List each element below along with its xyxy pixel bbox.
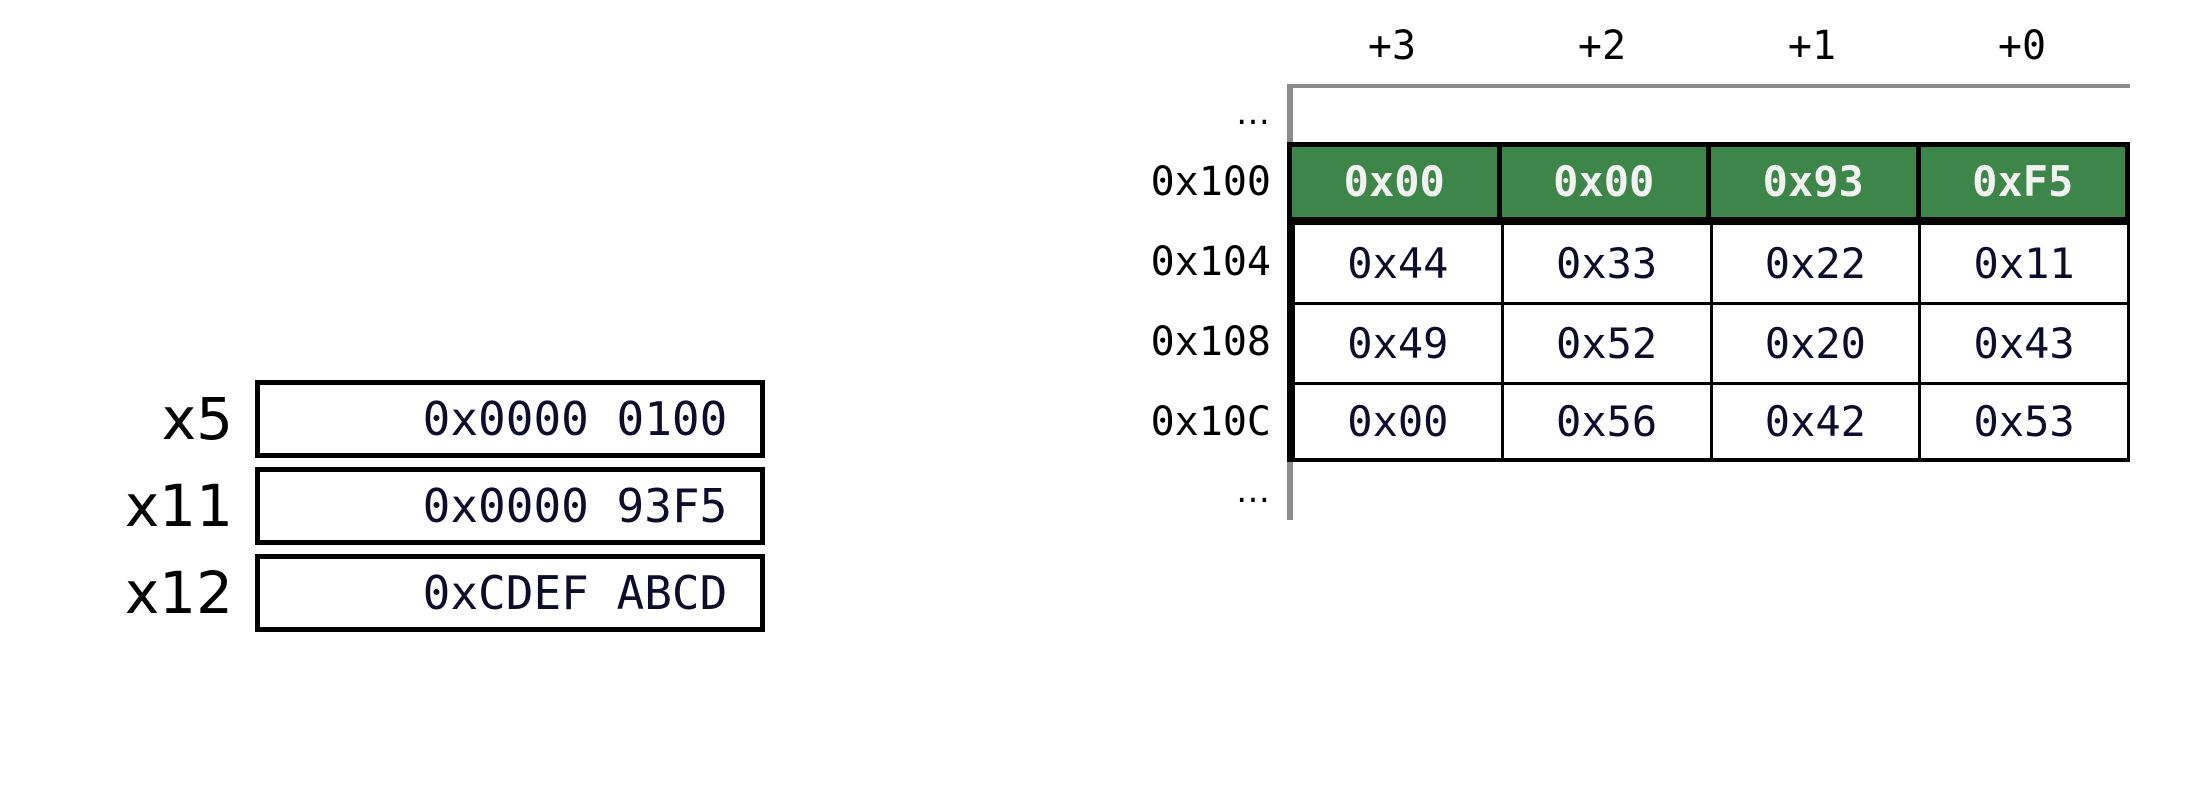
memory-row-cells-ellipsis-bottom: [1287, 462, 2130, 520]
register-value-x12: 0xCDEF ABCD: [422, 566, 728, 620]
register-row-x11: x11 0x0000 93F5: [0, 465, 790, 547]
memory-row-cells-0x100: 0x00 0x00 0x93 0xF5: [1287, 142, 2130, 222]
memory-row-label-ellipsis-top: …: [1236, 93, 1271, 133]
memory-cell-0x10C-plus0: 0x53: [1921, 382, 2130, 458]
register-box-x5: 0x0000 0100: [255, 380, 765, 458]
register-value-x11: 0x0000 93F5: [422, 479, 728, 533]
memory-row-cells-0x108: 0x49 0x52 0x20 0x43: [1287, 302, 2130, 382]
register-box-x12: 0xCDEF ABCD: [255, 554, 765, 632]
memory-row-cells-0x104: 0x44 0x33 0x22 0x11: [1287, 222, 2130, 302]
memory-cell-0x100-plus0: 0xF5: [1915, 142, 2130, 222]
memory-row-label-0x100: 0x100: [1150, 159, 1271, 205]
memory-cell-0x104-plus2: 0x33: [1503, 222, 1713, 302]
column-header-plus1: +1: [1787, 23, 1837, 69]
memory-row-0x108: 0x108 0x49 0x52 0x20 0x43: [1150, 302, 2130, 382]
register-label-x12: x12: [124, 559, 233, 627]
memory-cell-0x100-plus1: 0x93: [1706, 142, 1921, 222]
memory-cell-0x100-plus3: 0x00: [1287, 142, 1502, 222]
memory-row-cells-ellipsis-top: [1287, 84, 2130, 142]
memory-row-0x10C: 0x10C 0x00 0x56 0x42 0x53: [1150, 382, 2130, 462]
memory-table: +3 +2 +1 +0 … 0x100 0x00 0x00 0x93 0xF5: [1150, 0, 2189, 796]
register-row-x5: x5 0x0000 0100: [0, 378, 790, 460]
memory-cell-0x10C-plus2: 0x56: [1503, 382, 1713, 458]
memory-row-0x104: 0x104 0x44 0x33 0x22 0x11: [1150, 222, 2130, 302]
column-header-plus2: +2: [1577, 23, 1627, 69]
memory-row-0x100: 0x100 0x00 0x00 0x93 0xF5: [1150, 142, 2130, 222]
memory-cell-0x108-plus0: 0x43: [1921, 302, 2130, 382]
memory-row-label-0x104: 0x104: [1150, 239, 1271, 285]
register-label-x11: x11: [124, 472, 233, 540]
memory-row-label-ellipsis-bottom: …: [1236, 471, 1271, 511]
memory-cell-0x108-plus3: 0x49: [1295, 302, 1504, 382]
register-value-x5: 0x0000 0100: [422, 392, 728, 446]
memory-row-ellipsis-top: …: [1150, 84, 2130, 142]
register-row-x12: x12 0xCDEF ABCD: [0, 552, 790, 634]
memory-grid: … 0x100 0x00 0x00 0x93 0xF5 0x104 0x44 0…: [1150, 84, 2130, 520]
register-label-x5: x5: [161, 385, 233, 453]
column-header-plus0: +0: [1997, 23, 2047, 69]
memory-cell-0x108-plus1: 0x20: [1712, 302, 1922, 382]
memory-row-ellipsis-bottom: …: [1150, 462, 2130, 520]
memory-cell-0x108-plus2: 0x52: [1503, 302, 1713, 382]
column-header-plus3: +3: [1367, 23, 1417, 69]
register-file: x5 0x0000 0100 x11 0x0000 93F5 x12 0xCDE…: [0, 378, 790, 658]
memory-cell-0x100-plus2: 0x00: [1496, 142, 1711, 222]
memory-cell-0x10C-plus3: 0x00: [1295, 382, 1504, 458]
register-box-x11: 0x0000 93F5: [255, 467, 765, 545]
memory-row-cells-0x10C: 0x00 0x56 0x42 0x53: [1287, 382, 2130, 462]
memory-column-headers: +3 +2 +1 +0: [1287, 18, 2127, 74]
memory-cell-0x104-plus1: 0x22: [1712, 222, 1922, 302]
memory-row-label-0x108: 0x108: [1150, 319, 1271, 365]
memory-cell-0x104-plus0: 0x11: [1921, 222, 2130, 302]
memory-cell-0x104-plus3: 0x44: [1295, 222, 1504, 302]
memory-cell-0x10C-plus1: 0x42: [1712, 382, 1922, 458]
memory-row-label-0x10C: 0x10C: [1150, 399, 1271, 445]
